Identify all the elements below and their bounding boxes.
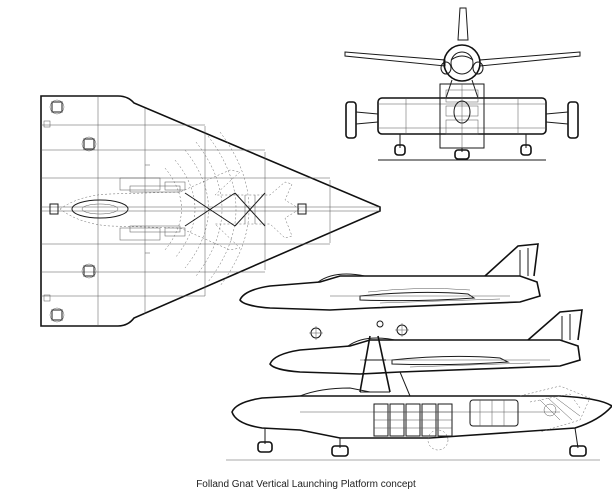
front-view bbox=[344, 7, 581, 161]
gnat-side-view-mounted bbox=[269, 309, 583, 375]
platform-side-view bbox=[226, 335, 612, 461]
figure-caption: Folland Gnat Vertical Launching Platform… bbox=[196, 479, 416, 490]
gnat-side-view-upper bbox=[239, 243, 541, 311]
platform-plan-view bbox=[40, 95, 381, 327]
